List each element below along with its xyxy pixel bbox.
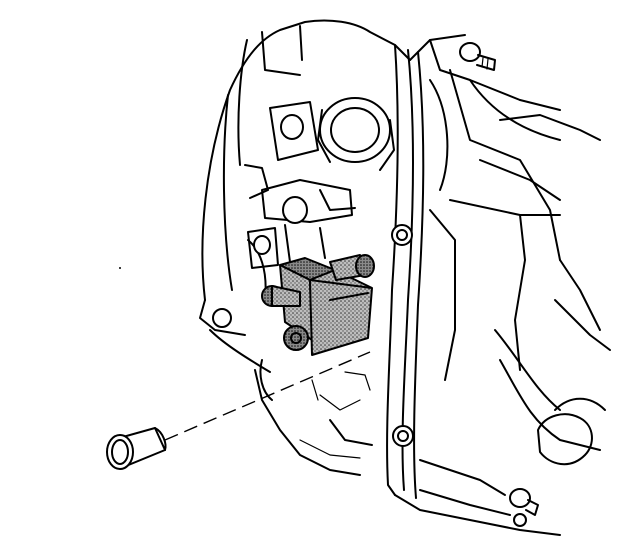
housing-ribs (212, 179, 356, 328)
bolt-icon (261, 285, 301, 307)
alignment-dashed-line (164, 351, 371, 441)
bolt-icon (459, 42, 496, 71)
case-bolts (391, 42, 539, 527)
connector-boot (106, 427, 167, 470)
transmission-case (386, 34, 611, 536)
bolt-icon (509, 488, 539, 516)
speck (119, 267, 121, 269)
bolt-icon (513, 513, 527, 527)
bolt-icon (391, 224, 413, 246)
housing-boss-upper (269, 97, 395, 171)
bolt-icon (392, 425, 414, 447)
bell-housing (199, 19, 411, 476)
sensor-bolts (261, 254, 375, 351)
bolt-icon (283, 325, 309, 351)
bolt-icon (329, 254, 375, 281)
